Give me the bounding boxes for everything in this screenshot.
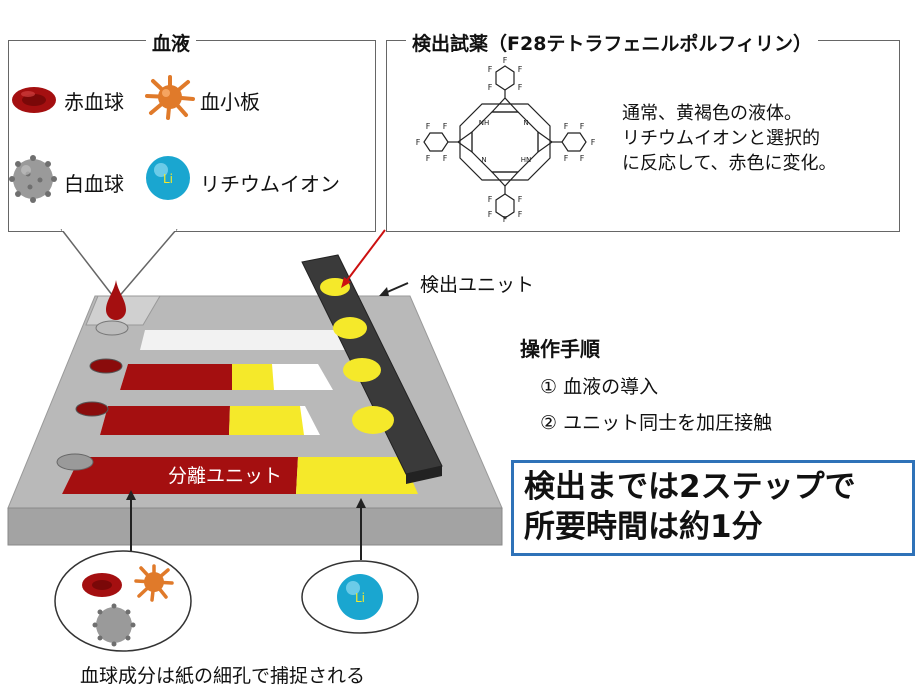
- lithium-symbol: Li: [163, 172, 173, 186]
- strip-red-segment: [100, 406, 230, 435]
- nh-label: NH: [479, 119, 490, 127]
- fluorine-atom: F: [564, 122, 569, 131]
- fluorine-atom: F: [591, 138, 596, 147]
- n-label: N: [481, 156, 486, 164]
- platelet-icon: [145, 75, 195, 120]
- capture-caption: 血球成分は紙の細孔で捕捉される: [80, 665, 366, 687]
- fluorine-atom: F: [564, 154, 569, 163]
- reagent-arrow: [344, 229, 386, 284]
- blood-panel: [8, 40, 376, 232]
- fluorine-atom: F: [488, 83, 493, 92]
- platelet-label: 血小板: [200, 90, 260, 114]
- fluorine-atom: F: [443, 154, 448, 163]
- lithium-symbol: Li: [355, 591, 365, 605]
- strip-red-segment: [120, 364, 232, 390]
- detection-unit-label: 検出ユニット: [420, 274, 535, 296]
- device-illustration: Li: [7, 228, 503, 652]
- fluorine-atom: F: [503, 215, 508, 222]
- white-blood-cell-label: 白血球: [64, 172, 124, 196]
- blood-drop: [106, 280, 126, 320]
- fluorine-atom: F: [488, 210, 493, 219]
- fluorine-atom: F: [580, 122, 585, 131]
- red-blood-cell-label: 赤血球: [64, 90, 124, 114]
- fluorine-atom: F: [503, 56, 508, 65]
- separation-unit-label: 分離ユニット: [168, 465, 283, 487]
- red-blood-cell-icon: [12, 87, 56, 113]
- strip-yellow-segment: [232, 364, 274, 390]
- blood-panel-pointer: [60, 229, 178, 302]
- lithium-ion-icon: Li: [146, 156, 190, 200]
- reagent-description-line-2: リチウムイオンと選択的: [622, 128, 820, 149]
- fluorine-atom: F: [416, 138, 421, 147]
- base-plate-front: [7, 507, 503, 546]
- fluorine-atom: F: [488, 195, 493, 204]
- fluorine-atom: F: [443, 122, 448, 131]
- procedure-step-1: ① 血液の導入: [540, 376, 659, 398]
- fluorine-atom: F: [488, 65, 493, 74]
- fluorine-atom: F: [518, 83, 523, 92]
- fluorine-atom: F: [426, 154, 431, 163]
- procedure-title: 操作手順: [520, 337, 600, 361]
- white-blood-cell-icon: [9, 155, 57, 203]
- fluorine-atom: F: [426, 122, 431, 131]
- detection-spot: [333, 317, 367, 339]
- strip-red-segment: [62, 457, 298, 494]
- summary-callout-line-2: 所要時間は約1分: [524, 509, 763, 545]
- fluorine-atom: F: [518, 65, 523, 74]
- summary-callout: 検出までは2ステップで 所要時間は約1分: [511, 460, 915, 556]
- n-label: N: [523, 119, 528, 127]
- strip-yellow-segment: [296, 457, 418, 494]
- reagent-description-line-3: に反応して、赤色に変化。: [622, 153, 837, 174]
- strip-yellow-segment: [229, 406, 304, 435]
- summary-callout-line-1: 検出までは2ステップで: [524, 469, 856, 505]
- fluorine-atom: F: [518, 195, 523, 204]
- reagent-description-line-1: 通常、黄褐色の液体。: [622, 103, 802, 124]
- lithium-ion-label: リチウムイオン: [200, 172, 340, 196]
- blood-panel-title: 血液: [146, 29, 197, 56]
- detection-spot: [352, 406, 394, 434]
- fluorine-atom: F: [580, 154, 585, 163]
- reagent-panel-title: 検出試薬（F28テトラフェニルポルフィリン）: [406, 29, 819, 56]
- detection-spot: [343, 358, 381, 382]
- procedure-step-2: ② ユニット同士を加圧接触: [540, 412, 773, 434]
- porphyrin-structure: F F F F F F F F F F F F F F F F F F F F …: [416, 56, 596, 222]
- hn-label: HN: [521, 156, 532, 164]
- fluorine-atom: F: [518, 210, 523, 219]
